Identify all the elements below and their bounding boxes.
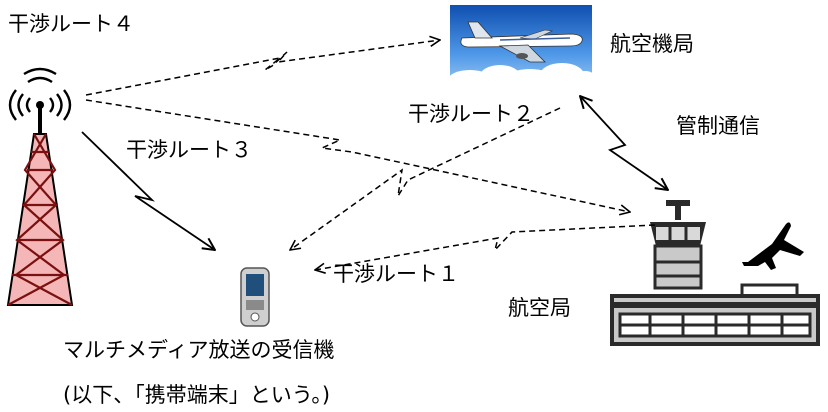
airport-control-tower-icon	[610, 200, 820, 346]
interference-route-1-arrow	[315, 224, 656, 270]
atc-communication-arrow	[580, 96, 668, 190]
interference-route-3-arrow	[81, 131, 215, 250]
route-1-label: 干渉ルート１	[333, 262, 459, 286]
aircraft-to-handset-route	[290, 107, 561, 250]
receiver-note-label: (以下、「携帯端末」という。)	[63, 383, 331, 407]
mobile-handset-icon	[240, 267, 270, 327]
aeronautical-station-label: 航空局	[508, 296, 571, 320]
interference-route-2-path	[85, 99, 630, 212]
airplane-photo-icon	[448, 5, 597, 90]
aircraft-station-label: 航空機局	[610, 32, 694, 56]
receiver-label: マルチメディア放送の受信機	[63, 338, 335, 362]
interference-route-4-arrow	[85, 40, 440, 96]
broadcast-tower-icon	[6, 67, 74, 306]
radio-wave-icon	[8, 67, 72, 121]
route-4-label: 干渉ルート４	[8, 12, 134, 36]
atc-communication-label: 管制通信	[676, 114, 760, 138]
route-3-label: 干渉ルート３	[126, 138, 252, 162]
route-2-label: 干渉ルート２	[408, 102, 534, 126]
